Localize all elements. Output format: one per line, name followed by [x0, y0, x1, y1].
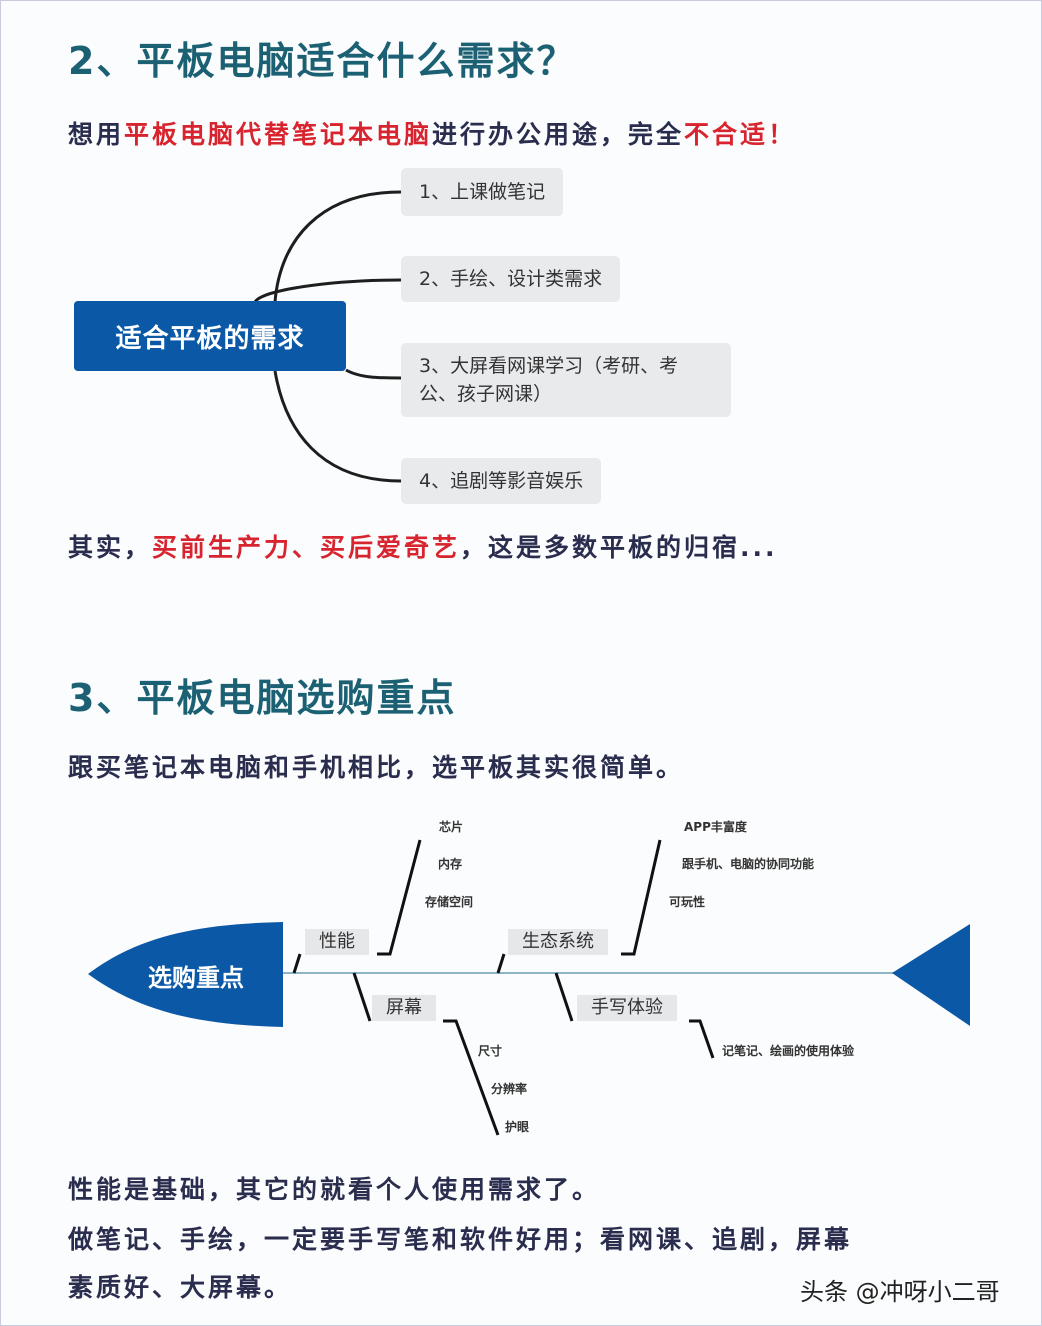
branch-item: 护眼	[505, 1120, 530, 1134]
mindmap-node-4: 4、追剧等影音娱乐	[401, 458, 602, 504]
node-text: 3、大屏看网课学习（考研、考	[419, 355, 679, 377]
branch-item: 存储空间	[425, 895, 474, 909]
branch-item: 可玩性	[669, 895, 706, 909]
summary-text: 其实，	[68, 533, 153, 562]
intro-highlight: 平板电脑代替笔记本电脑	[124, 120, 433, 149]
conclusion-line-3: 素质好、大屏幕。	[68, 1273, 293, 1302]
mindmap-node-3: 3、大屏看网课学习（考研、考 公、孩子网课）	[401, 343, 731, 417]
section2-heading: 2、平板电脑适合什么需求？	[68, 39, 577, 83]
mindmap-node-2: 2、手绘、设计类需求	[401, 256, 621, 302]
fish-tail-shape	[892, 924, 970, 1026]
conclusion-line-1: 性能是基础，其它的就看个人使用需求了。	[68, 1175, 601, 1204]
branch-handwriting: 手写体验	[577, 995, 677, 1021]
mindmap-node-1: 1、上课做笔记	[401, 168, 564, 216]
fish-head-shape	[88, 922, 283, 1027]
intro-text: ！	[768, 120, 797, 149]
node-text: 公、孩子网课）	[419, 383, 553, 405]
intro-text: 进行办公用途，完全	[432, 120, 685, 149]
branch-item: 内存	[438, 857, 463, 871]
branch-screen: 屏幕	[372, 995, 436, 1021]
intro-highlight: 不合适	[684, 120, 769, 149]
section2-summary: 其实，买前生产力、买后爱奇艺，这是多数平板的归宿...	[68, 528, 778, 564]
branch-item: 记笔记、绘画的使用体验	[722, 1044, 855, 1058]
watermark: 头条 @冲呀小二哥	[800, 1278, 1000, 1306]
section3-heading: 3、平板电脑选购重点	[68, 676, 457, 720]
branch-item: 分辨率	[491, 1082, 528, 1096]
branch-item: 芯片	[439, 820, 464, 834]
summary-highlight: 买前生产力、买后爱奇艺	[152, 533, 461, 562]
branch-item: APP丰富度	[684, 820, 747, 834]
mindmap-root: 适合平板的需求	[74, 301, 346, 371]
branch-ecosystem: 生态系统	[508, 929, 608, 955]
section2-intro: 想用平板电脑代替笔记本电脑进行办公用途，完全不合适！	[68, 115, 796, 151]
branch-performance: 性能	[305, 929, 369, 955]
summary-text: ，这是多数平板的归宿...	[460, 533, 778, 562]
section3-intro: 跟买笔记本电脑和手机相比，选平板其实很简单。	[68, 753, 685, 782]
intro-text: 想用	[68, 120, 125, 149]
branch-item: 跟手机、电脑的协同功能	[682, 857, 815, 871]
fishbone-head-label: 选购重点	[148, 964, 244, 992]
branch-item: 尺寸	[478, 1044, 503, 1058]
conclusion-line-2: 做笔记、手绘，一定要手写笔和软件好用；看网课、追剧，屏幕	[68, 1225, 853, 1254]
